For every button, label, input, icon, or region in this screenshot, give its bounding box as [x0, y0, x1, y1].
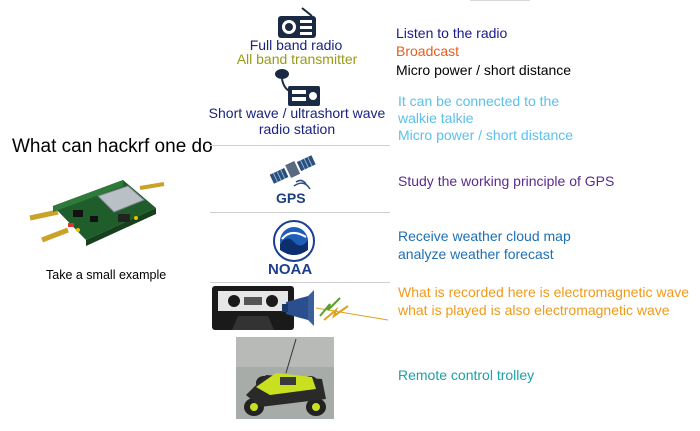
radio-caption-2: All band transmitter: [236, 51, 358, 67]
row-divider: [210, 212, 390, 213]
radio-line-2: Broadcast: [396, 43, 460, 59]
noaa-logo: [271, 220, 317, 262]
walkie-caption-2: radio station: [258, 121, 336, 137]
speaker-icon: [280, 286, 390, 332]
walkie-line-1: It can be connected to the: [398, 93, 560, 109]
tape-line-1: What is recorded here is electromagnetic…: [398, 284, 690, 300]
page-title: What can hackrf one do: [12, 136, 213, 157]
example-caption: Take a small example: [46, 268, 167, 282]
radio-icon: [276, 6, 318, 40]
hackrf-board-image: [28, 168, 168, 258]
walkie-caption-1: Short wave / ultrashort wave: [208, 105, 386, 121]
gps-line-1: Study the working principle of GPS: [398, 173, 615, 189]
top-divider: [470, 0, 530, 1]
tape-line-2: what is played is also electromagnetic w…: [398, 302, 670, 318]
radio-line-3: Micro power / short distance: [396, 62, 572, 78]
row-divider: [210, 145, 390, 146]
cassette-icon: [210, 284, 296, 332]
walkie-line-2: walkie talkie: [398, 110, 474, 126]
radio-line-1: Listen to the radio: [396, 25, 508, 41]
noaa-line-2: analyze weather forecast: [398, 246, 554, 262]
row-divider: [210, 282, 390, 283]
satellite-icon: [266, 150, 322, 190]
rc-car-image: [236, 337, 334, 419]
walkie-line-3: Micro power / short distance: [398, 127, 574, 143]
rc-line-1: Remote control trolley: [398, 367, 535, 383]
noaa-label: NOAA: [268, 261, 313, 278]
gps-label: GPS: [276, 190, 306, 206]
radio-caption-1: Full band radio: [249, 37, 343, 53]
noaa-line-1: Receive weather cloud map: [398, 228, 571, 244]
transmitter-icon: [272, 64, 324, 108]
